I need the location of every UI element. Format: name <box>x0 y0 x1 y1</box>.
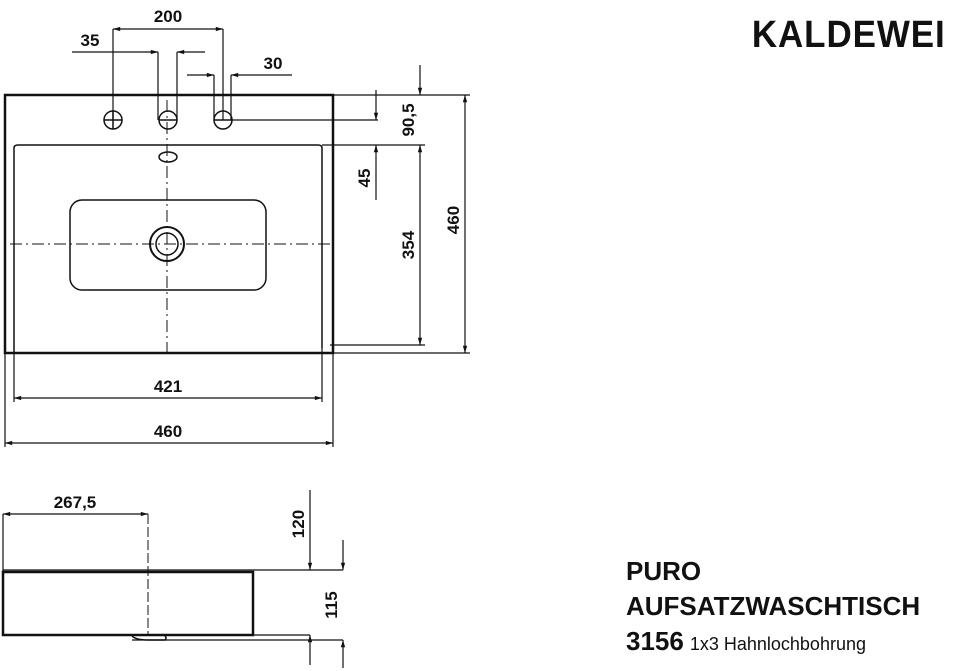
overflow-icon <box>158 151 178 163</box>
basin-outline <box>69 199 267 291</box>
dim-height-body: 115 <box>322 591 341 618</box>
dim-outer-depth: 460 <box>444 206 463 234</box>
dim-hole-spacing: 200 <box>154 7 182 26</box>
brand-logo: KALDEWEI <box>752 14 946 56</box>
bowl-outline <box>13 144 323 353</box>
side-outline <box>1 570 255 637</box>
top-view <box>3 93 335 356</box>
product-number: 3156 <box>626 626 684 656</box>
product-series: PURO <box>626 556 702 586</box>
dim-hole-dia: 30 <box>264 54 283 73</box>
dim-hole-depth: 90,5 <box>399 103 418 136</box>
dim-outer-width: 460 <box>154 422 182 441</box>
tap-holes <box>103 110 233 130</box>
dim-hole-offset: 35 <box>81 31 100 50</box>
outer-outline <box>3 93 335 355</box>
dimension-lines <box>4 26 470 447</box>
dim-height-total: 120 <box>289 510 308 538</box>
side-view <box>1 490 346 668</box>
dim-inner-width: 421 <box>154 377 182 396</box>
dim-side-offset: 267,5 <box>54 493 97 512</box>
dim-inner-depth: 354 <box>399 230 418 259</box>
drain-profile <box>131 635 167 641</box>
dim-overflow: 45 <box>355 169 374 188</box>
product-type: AUFSATZWASCHTISCH <box>626 591 921 621</box>
product-description: 1x3 Hahnlochbohrung <box>689 634 866 654</box>
